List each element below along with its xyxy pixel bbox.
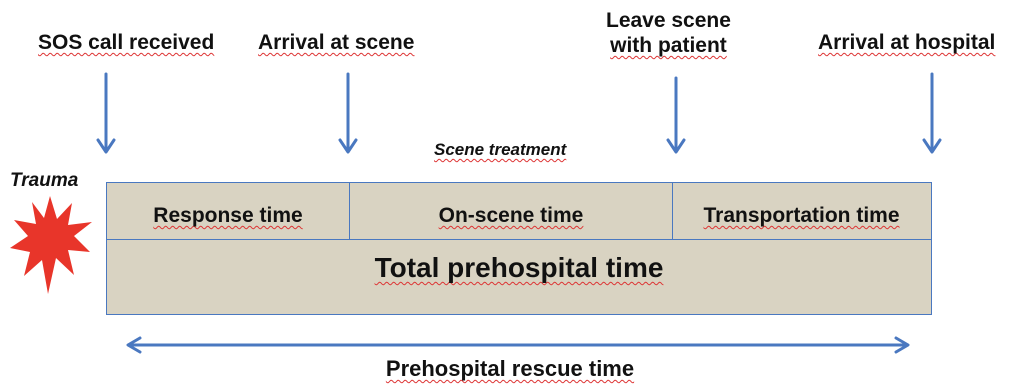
- down-arrow-arrival-hospital: [922, 72, 942, 154]
- trauma-label: Trauma: [10, 170, 79, 191]
- down-arrow-arrival-scene: [338, 72, 358, 154]
- down-arrow-leave-scene: [666, 76, 686, 154]
- event-label-leave-scene: Leave scene with patient: [606, 9, 731, 58]
- phase-row: Response time On-scene time Transportati…: [106, 182, 932, 240]
- down-arrow-sos: [96, 72, 116, 154]
- phase-response-time: Response time: [107, 183, 350, 239]
- event-label-arrival-hospital: Arrival at hospital: [818, 31, 996, 54]
- total-prehospital-time-box: Total prehospital time: [106, 239, 932, 315]
- event-label-sos-call: SOS call received: [38, 31, 215, 54]
- double-arrow-rescue-time: [126, 336, 910, 354]
- total-prehospital-time-label: Total prehospital time: [374, 252, 664, 283]
- trauma-starburst-icon: [10, 196, 92, 294]
- phase-transportation-time: Transportation time: [703, 204, 900, 227]
- scene-treatment-label: Scene treatment: [434, 140, 567, 159]
- prehospital-rescue-time-label: Prehospital rescue time: [385, 356, 635, 381]
- phase-on-scene-time: On-scene time: [350, 183, 673, 239]
- event-label-arrival-scene: Arrival at scene: [258, 31, 415, 54]
